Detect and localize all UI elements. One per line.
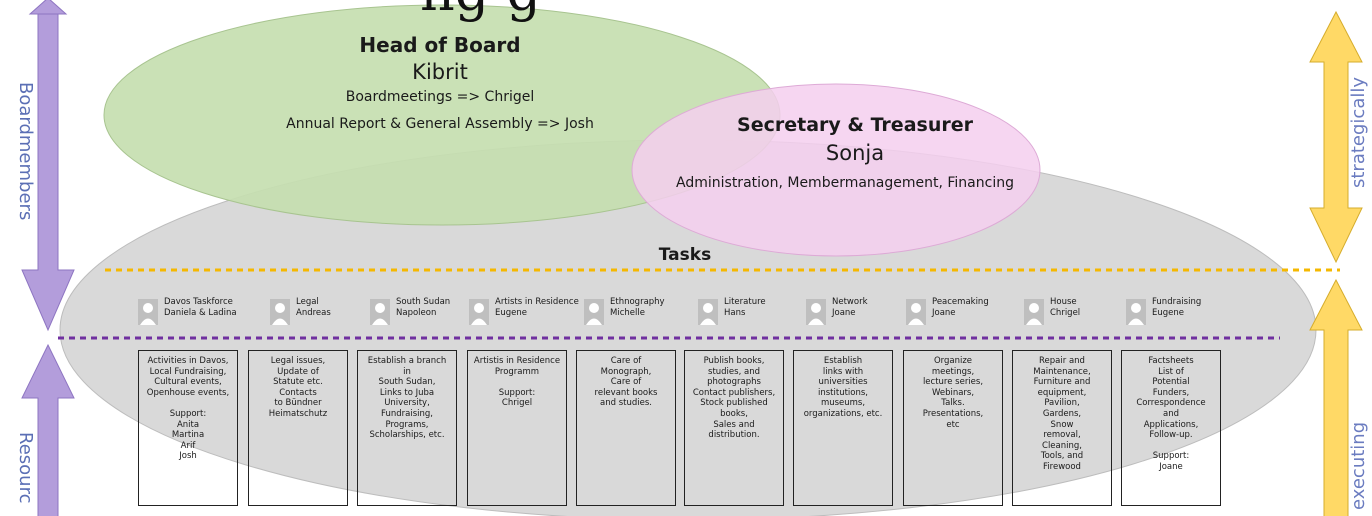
role-title: South Sudan bbox=[396, 297, 451, 307]
secretary-title: Secretary & Treasurer bbox=[737, 114, 973, 136]
role-title: Peacemaking bbox=[932, 297, 989, 307]
task-box-peacemaking: Organize meetings, lecture series, Webin… bbox=[903, 350, 1003, 506]
side-label-resources: Resourc bbox=[15, 432, 36, 504]
role-header-peacemaking: Peacemaking Joane bbox=[906, 297, 1014, 325]
left-double-arrow-top bbox=[21, 0, 75, 332]
role-header-south-sudan: South Sudan Napoleon bbox=[370, 297, 478, 325]
role-person: Michelle bbox=[610, 308, 645, 318]
role-header-artists: Artists in Residence Eugene bbox=[469, 297, 579, 325]
right-double-arrow-bottom bbox=[1309, 278, 1363, 516]
head-of-board-line-1: Boardmeetings => Chrigel bbox=[345, 89, 535, 105]
person-placeholder-icon bbox=[584, 299, 604, 325]
role-person: Hans bbox=[724, 308, 746, 318]
secretary-line-1: Administration, Membermanagement, Financ… bbox=[676, 175, 1014, 191]
task-box-ethnography: Care of Monograph, Care of relevant book… bbox=[576, 350, 676, 506]
role-title: Fundraising bbox=[1152, 297, 1202, 307]
head-of-board-line-2: Annual Report & General Assembly => Josh bbox=[286, 116, 594, 132]
side-label-boardmembers: Boardmembers bbox=[15, 82, 36, 221]
role-header-davos: Davos Taskforce Daniela & Ladina bbox=[138, 297, 246, 325]
person-placeholder-icon bbox=[270, 299, 290, 325]
person-placeholder-icon bbox=[906, 299, 926, 325]
task-box-fundraising: Factsheets List of Potential Funders, Co… bbox=[1121, 350, 1221, 506]
page-title-fragment: ng g bbox=[420, 0, 541, 23]
role-header-legal: Legal Andreas bbox=[270, 297, 378, 325]
task-box-south-sudan: Establish a branch in South Sudan, Links… bbox=[357, 350, 457, 506]
person-placeholder-icon bbox=[806, 299, 826, 325]
task-box-literature: Publish books, studies, and photographs … bbox=[684, 350, 784, 506]
role-title: House bbox=[1050, 297, 1077, 307]
role-title: Artists in Residence bbox=[495, 297, 579, 307]
right-double-arrow-top bbox=[1309, 10, 1363, 264]
head-of-board-title: Head of Board bbox=[359, 33, 521, 57]
role-title: Ethnography bbox=[610, 297, 665, 307]
secretary-ellipse bbox=[631, 83, 1041, 257]
role-person: Chrigel bbox=[1050, 308, 1081, 318]
person-placeholder-icon bbox=[1024, 299, 1044, 325]
role-person: Eugene bbox=[1152, 308, 1184, 318]
role-person: Andreas bbox=[296, 308, 331, 318]
role-title: Network bbox=[832, 297, 868, 307]
role-person: Napoleon bbox=[396, 308, 437, 318]
role-title: Literature bbox=[724, 297, 766, 307]
tasks-title: Tasks bbox=[658, 245, 712, 265]
role-title: Davos Taskforce bbox=[164, 297, 233, 307]
task-box-davos: Activities in Davos, Local Fundraising, … bbox=[138, 350, 238, 506]
head-of-board-name: Kibrit bbox=[412, 60, 468, 84]
role-header-house: House Chrigel bbox=[1024, 297, 1132, 325]
role-header-network: Network Joane bbox=[806, 297, 914, 325]
secretary-name: Sonja bbox=[825, 141, 885, 165]
role-person: Joane bbox=[832, 308, 856, 318]
person-placeholder-icon bbox=[698, 299, 718, 325]
task-box-house: Repair and Maintenance, Furniture and eq… bbox=[1012, 350, 1112, 506]
person-placeholder-icon bbox=[469, 299, 489, 325]
task-box-artists: Artistis in Residence Programm Support: … bbox=[467, 350, 567, 506]
person-placeholder-icon bbox=[138, 299, 158, 325]
task-box-legal: Legal issues, Update of Statute etc. Con… bbox=[248, 350, 348, 506]
role-person: Joane bbox=[932, 308, 956, 318]
role-person: Eugene bbox=[495, 308, 527, 318]
role-header-literature: Literature Hans bbox=[698, 297, 806, 325]
left-double-arrow-bottom bbox=[21, 343, 75, 516]
role-person: Daniela & Ladina bbox=[164, 308, 237, 318]
role-title: Legal bbox=[296, 297, 319, 307]
role-header-fundraising: Fundraising Eugene bbox=[1126, 297, 1234, 325]
person-placeholder-icon bbox=[370, 299, 390, 325]
role-header-ethnography: Ethnography Michelle bbox=[584, 297, 692, 325]
side-label-strategically: strategically bbox=[1348, 76, 1369, 188]
side-label-executing: executing bbox=[1348, 421, 1369, 510]
person-placeholder-icon bbox=[1126, 299, 1146, 325]
task-box-network: Establish links with universities instit… bbox=[793, 350, 893, 506]
